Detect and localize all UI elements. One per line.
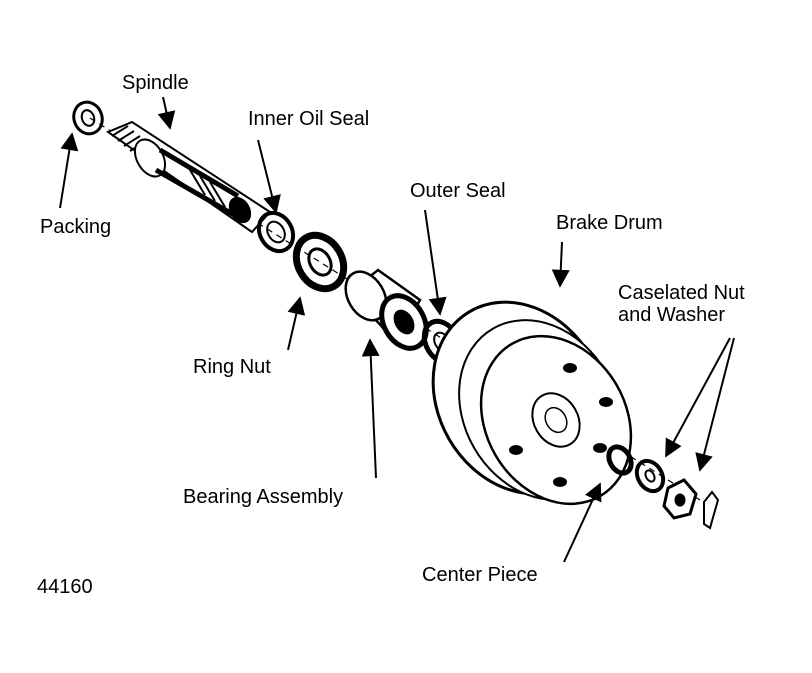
arrow-spindle [157,96,176,130]
washer-part [634,458,666,494]
spindle-part [105,120,272,234]
leader-arrows [59,96,735,563]
label-ring-nut: Ring Nut [193,356,271,378]
brake-drum-part [431,300,633,506]
label-outer-seal: Outer Seal [410,180,506,202]
label-packing: Packing [40,216,112,238]
arrow-inner-oil-seal [257,139,281,214]
arrow-packing [59,132,79,209]
label-center-piece: Center Piece [422,564,538,586]
arrow-bearing-assembly [361,338,380,479]
wheel-studs [509,363,613,487]
center-piece-part [606,444,634,476]
label-castellated-nut: Caselated Nut and Washer [618,282,745,326]
arrow-washer [665,337,731,458]
ring-nut-part [292,231,348,293]
arrow-center-piece [563,482,602,563]
label-bearing-assembly: Bearing Assembly [183,486,344,508]
inner-oil-seal-part [256,210,296,254]
bearing-assembly-part [344,268,429,351]
packing-ring [72,100,104,136]
label-brake-drum: Brake Drum [556,212,663,234]
label-inner-oil-seal: Inner Oil Seal [248,108,370,130]
arrow-outer-seal [424,209,447,316]
label-spindle: Spindle [122,72,189,94]
arrow-brake-drum [551,241,570,288]
arrow-ring-nut [287,296,306,351]
figure-number: 44160 [37,576,93,598]
castellated-nut-part [662,478,720,530]
arrow-castellated-nut [695,337,735,472]
